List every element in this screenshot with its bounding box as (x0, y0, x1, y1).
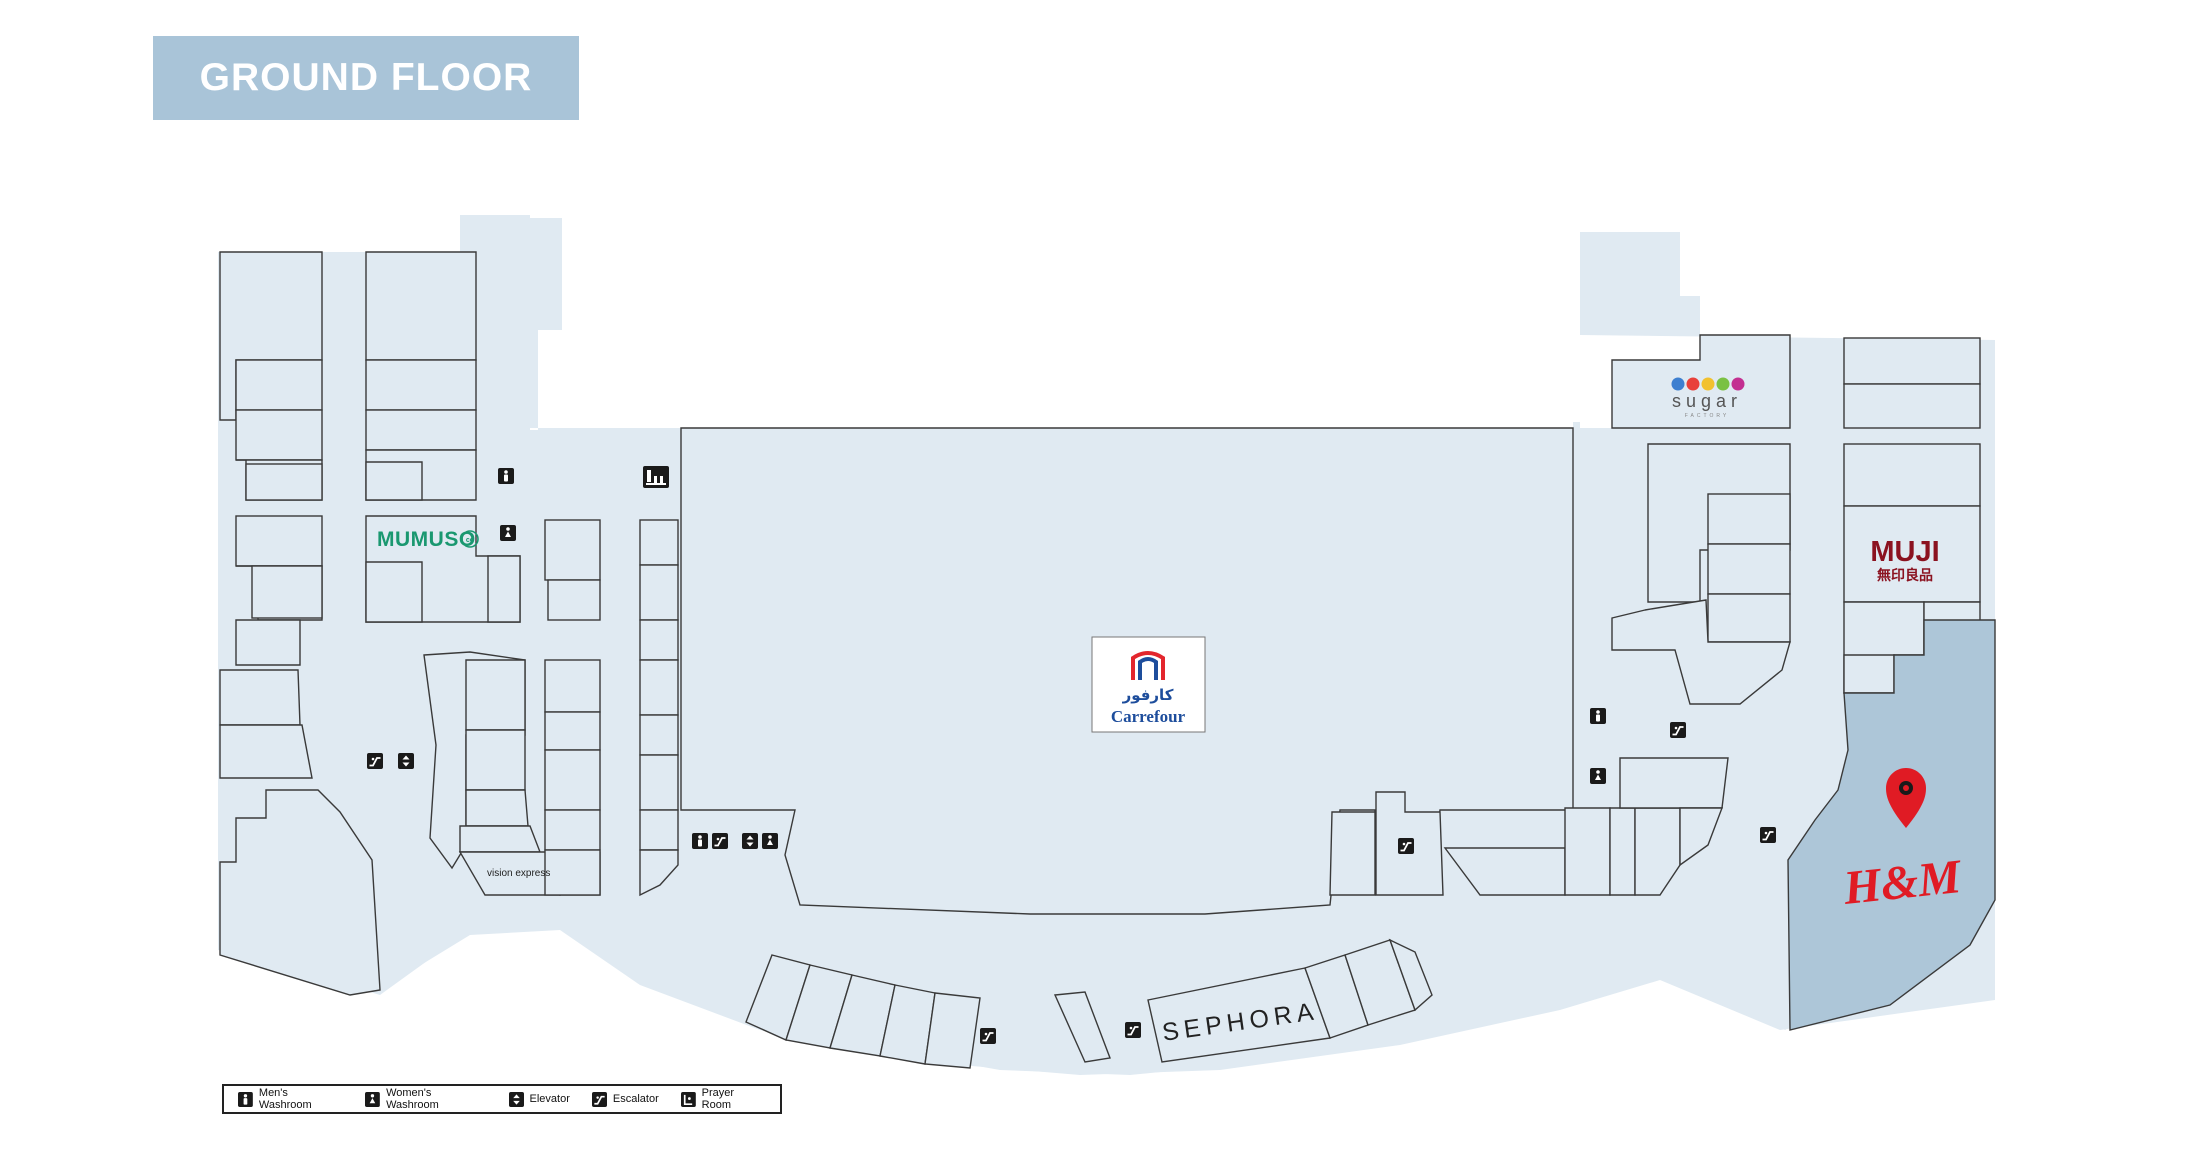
legend-item-mens-washroom: Men's Washroom (238, 1087, 343, 1111)
legend-item-womens-washroom: Women's Washroom (365, 1087, 486, 1111)
carrefour-arabic-label: كارفور (1122, 686, 1174, 704)
sugar-label: sugar (1672, 391, 1742, 411)
mens-washroom-icon[interactable] (1590, 708, 1606, 724)
south-arc-units (745, 938, 1433, 1069)
legend-label: Escalator (612, 1093, 659, 1105)
escalator-icon[interactable] (1760, 827, 1776, 843)
elevator-icon (508, 1091, 524, 1107)
legend-label: Elevator (529, 1093, 570, 1105)
elevator-icon[interactable] (398, 753, 414, 769)
escalator-icon (591, 1091, 607, 1107)
legend-item-elevator: Elevator (508, 1091, 570, 1107)
escalator-icon[interactable] (1125, 1022, 1141, 1038)
hm-label: H&M (1840, 850, 1966, 915)
elevator-icon[interactable] (742, 833, 758, 849)
legend-label: Women's Washroom (386, 1087, 439, 1111)
vision-express-label[interactable]: vision express (487, 868, 550, 879)
location-pin-icon (1886, 768, 1926, 828)
sugar-sub-label: FACTORY (1685, 413, 1729, 419)
map-legend: Men's Washroom Women's Washroom Elevator… (222, 1084, 782, 1114)
mumuso-label: MUMUSO (377, 528, 476, 551)
escalator-icon[interactable] (712, 833, 728, 849)
carrefour-label: Carrefour (1111, 707, 1186, 726)
floor-title-box: GROUND FLOOR (153, 36, 579, 120)
womens-washroom-icon[interactable] (1590, 768, 1606, 784)
muji-logo[interactable]: MUJI 無印良品 (1870, 536, 1939, 584)
legend-item-prayer-room: Prayer Room (680, 1087, 766, 1111)
muji-jp-label: 無印良品 (1877, 567, 1933, 584)
legend-label: Men's Washroom (258, 1087, 312, 1111)
sugar-factory-logo[interactable]: sugar FACTORY (1671, 377, 1745, 420)
womens-washroom-icon[interactable] (762, 833, 778, 849)
right-wing-units (1611, 334, 1981, 705)
left-wing-units (219, 251, 679, 996)
mumuso-badge: co (466, 537, 474, 544)
hm-unit[interactable] (1787, 619, 1996, 1031)
escalator-icon[interactable] (1670, 722, 1686, 738)
hm-logo[interactable]: H&M (1840, 850, 1966, 915)
muji-label: MUJI (1870, 536, 1939, 568)
legend-label: Prayer Room (701, 1087, 735, 1111)
mens-washroom-icon (238, 1091, 253, 1107)
floor-title: GROUND FLOOR (199, 56, 533, 99)
escalator-icon[interactable] (1398, 838, 1414, 854)
top-left-annex (460, 218, 562, 430)
carrefour-logo[interactable]: كارفور Carrefour (1091, 636, 1206, 733)
mens-washroom-icon[interactable] (692, 833, 708, 849)
mens-washroom-icon[interactable] (498, 468, 514, 484)
family-room-icon[interactable] (643, 466, 669, 488)
escalator-icon[interactable] (980, 1028, 996, 1044)
womens-washroom-icon[interactable] (500, 525, 516, 541)
top-right-annex (1612, 232, 1680, 300)
womens-washroom-icon (365, 1091, 381, 1107)
mumuso-logo[interactable]: MUMUSO co (377, 528, 479, 551)
prayer-room-icon (680, 1091, 696, 1107)
escalator-icon[interactable] (367, 753, 383, 769)
legend-item-escalator: Escalator (591, 1091, 659, 1107)
